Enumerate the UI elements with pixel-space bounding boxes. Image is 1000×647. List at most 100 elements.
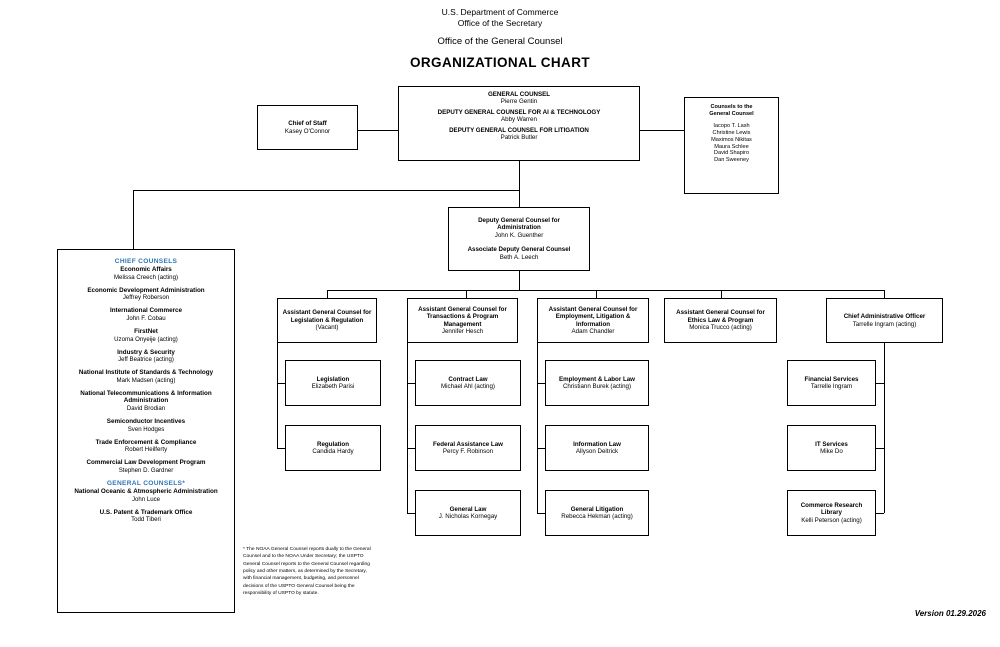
unit-title: Commerce Research Library	[800, 501, 863, 517]
connector-col2-spine	[407, 343, 408, 513]
deputy-gc-litigation-title: DEPUTY GENERAL COUNSEL FOR LITIGATION	[449, 126, 589, 134]
chief-counsel-org: FirstNet	[134, 327, 158, 335]
chief-counsel-org: Industry & Security	[117, 348, 175, 356]
chief-counsel-org: Trade Enforcement & Compliance	[95, 438, 197, 446]
deputy-gc-litigation-name: Patrick Butler	[500, 134, 538, 142]
agc-title: Assistant General Counsel for Legislatio…	[282, 309, 372, 324]
agc-name: Jennifer Hesch	[441, 327, 484, 335]
box-agc-legislation-regulation[interactable]: Assistant General Counsel for Legislatio…	[277, 298, 377, 343]
chief-counsels-group: Economic Development Administration Jeff…	[61, 287, 231, 302]
box-chief-counsels-panel[interactable]: CHIEF COUNSELS Economic Affairs Melissa …	[57, 249, 235, 613]
box-counsels-to-general-counsel[interactable]: Counsels to the General Counsel Iacopo T…	[684, 97, 779, 194]
department-line-1: U.S. Department of Commerce	[441, 7, 559, 17]
box-deputy-general-counsel-administration[interactable]: Deputy General Counsel for Administratio…	[448, 207, 590, 271]
box-chief-administrative-officer[interactable]: Chief Administrative Officer Tarrelle In…	[826, 298, 943, 343]
counsel-name: Dan Sweeney	[714, 156, 749, 163]
agc-name: Adam Chandler	[571, 327, 615, 335]
connector-drop-legislation	[327, 290, 328, 298]
box-agc-transactions-program-management[interactable]: Assistant General Counsel for Transactio…	[407, 298, 518, 343]
connector-col2-to-contract-law	[407, 383, 415, 384]
unit-title: Information Law	[573, 440, 621, 448]
unit-name: Michael Ahl (acting)	[441, 383, 495, 390]
general-counsel-org: National Oceanic & Atmospheric Administr…	[74, 488, 218, 496]
unit-title: Contract Law	[448, 375, 488, 383]
box-commerce-research-library[interactable]: Commerce Research Library Kelli Peterson…	[787, 490, 876, 536]
chief-counsels-group: Trade Enforcement & Compliance Robert He…	[61, 439, 231, 454]
deputy-gc-admin-title-line-1: Deputy General Counsel for	[478, 216, 560, 224]
office-heading: Office of the General Counsel	[437, 36, 563, 47]
box-general-law[interactable]: General Law J. Nicholas Kornegay	[415, 490, 521, 536]
connector-division-bus	[327, 290, 885, 291]
general-counsel-name: Pierre Gentin	[500, 98, 538, 106]
unit-name: Tarrelle Ingram	[810, 383, 853, 390]
box-employment-labor-law[interactable]: Employment & Labor Law Christiann Burek …	[545, 360, 649, 406]
box-information-law[interactable]: Information Law Allyson Deitrick	[545, 425, 649, 471]
agc-title: Assistant General Counsel for Transactio…	[418, 305, 507, 328]
chief-counsel-org: National Telecommunications & Informatio…	[80, 389, 212, 405]
chief-counsel-person: Sven Hodges	[127, 425, 165, 433]
connector-admin-stem	[519, 271, 520, 290]
chief-counsels-group: International Commerce John F. Cobau	[61, 307, 231, 322]
cao-title: Chief Administrative Officer	[843, 313, 926, 321]
connector-col5-spine	[884, 343, 885, 513]
connector-col1-to-legislation	[277, 383, 285, 384]
counsel-name: Maximos Nikitas	[711, 136, 752, 143]
box-agc-employment-litigation-information[interactable]: Assistant General Counsel for Employment…	[537, 298, 649, 343]
connector-col2-to-federal-assistance-law	[407, 448, 415, 449]
box-chief-of-staff[interactable]: Chief of Staff Kasey O'Connor	[257, 105, 358, 150]
unit-title: Employment & Labor Law	[559, 375, 635, 383]
chief-counsels-group: Industry & Security Jeff Beatrice (actin…	[61, 349, 231, 364]
chief-counsel-person: Uzoma Onyeije (acting)	[114, 335, 178, 343]
box-legislation[interactable]: Legislation Elizabeth Parisi	[285, 360, 381, 406]
unit-name: Christiann Burek (acting)	[562, 383, 632, 390]
page-title: ORGANIZATIONAL CHART	[410, 55, 590, 70]
connector-drop-employment	[596, 290, 597, 298]
box-general-litigation[interactable]: General Litigation Rebecca Hekman (actin…	[545, 490, 649, 536]
chief-counsel-org: Semiconductor Incentives	[106, 418, 186, 426]
chief-counsels-group: National Institute of Standards & Techno…	[61, 369, 231, 384]
box-agc-ethics-law-program[interactable]: Assistant General Counsel for Ethics Law…	[664, 298, 777, 343]
counsel-name: David Shapiro	[713, 150, 750, 157]
connector-col5-to-commerce-research-library	[876, 513, 884, 514]
box-financial-services[interactable]: Financial Services Tarrelle Ingram	[787, 360, 876, 406]
connector-drop-transactions	[466, 290, 467, 298]
unit-title: General Law	[449, 505, 487, 513]
box-general-counsel[interactable]: GENERAL COUNSEL Pierre Gentin DEPUTY GEN…	[398, 86, 640, 161]
chief-counsels-group: National Telecommunications & Informatio…	[61, 390, 231, 413]
connector-col3-to-information-law	[537, 448, 545, 449]
department-line-2: Office of the Secretary	[457, 17, 543, 28]
counsel-name: Christine Lewis	[712, 130, 751, 137]
associate-deputy-gc-name: Beth A. Leech	[499, 253, 539, 261]
box-federal-assistance-law[interactable]: Federal Assistance Law Percy F. Robinson	[415, 425, 521, 471]
chief-counsel-org: National Institute of Standards & Techno…	[78, 369, 214, 377]
deputy-gc-ai-technology-name: Abby Warren	[501, 116, 537, 124]
associate-deputy-gc-title: Associate Deputy General Counsel	[467, 246, 571, 254]
chief-counsel-org: Commercial Law Development Program	[86, 459, 206, 467]
connector-cos-to-gc	[358, 130, 400, 131]
chief-counsel-person: Melissa Creech (acting)	[113, 273, 178, 281]
unit-name: Rebecca Hekman (acting)	[561, 513, 633, 520]
chief-counsel-org: Economic Development Administration	[87, 286, 205, 294]
connector-drop-ethics	[721, 290, 722, 298]
connector-gc-to-chief-counsels-horizontal	[133, 190, 520, 191]
connector-drop-cao	[884, 290, 885, 298]
counsel-name: Iacopo T. Lash	[713, 123, 750, 130]
agc-name: (Vacant)	[315, 324, 339, 332]
connector-col3-spine	[537, 343, 538, 513]
box-regulation[interactable]: Regulation Candida Hardy	[285, 425, 381, 471]
connector-gc-stem	[519, 161, 520, 210]
connector-gc-to-counsels	[640, 130, 684, 131]
unit-name: Candida Hardy	[312, 448, 354, 455]
box-contract-law[interactable]: Contract Law Michael Ahl (acting)	[415, 360, 521, 406]
deputy-gc-admin-name: John K. Guenther	[494, 231, 544, 239]
unit-title: Legislation	[316, 375, 350, 383]
chief-counsels-group: FirstNet Uzoma Onyeije (acting)	[61, 328, 231, 343]
connector-col5-to-it-services	[876, 448, 884, 449]
box-it-services[interactable]: IT Services Mike Do	[787, 425, 876, 471]
chief-of-staff-name: Kasey O'Connor	[284, 127, 331, 135]
general-counsel-person: Todd Tiberi	[131, 516, 161, 524]
chief-counsel-person: Mark Madsen (acting)	[116, 376, 176, 384]
unit-title: IT Services	[815, 440, 848, 448]
general-counsel-org: U.S. Patent & Trademark Office	[99, 508, 193, 516]
deputy-gc-admin-title-line-2: Administration	[497, 224, 541, 232]
